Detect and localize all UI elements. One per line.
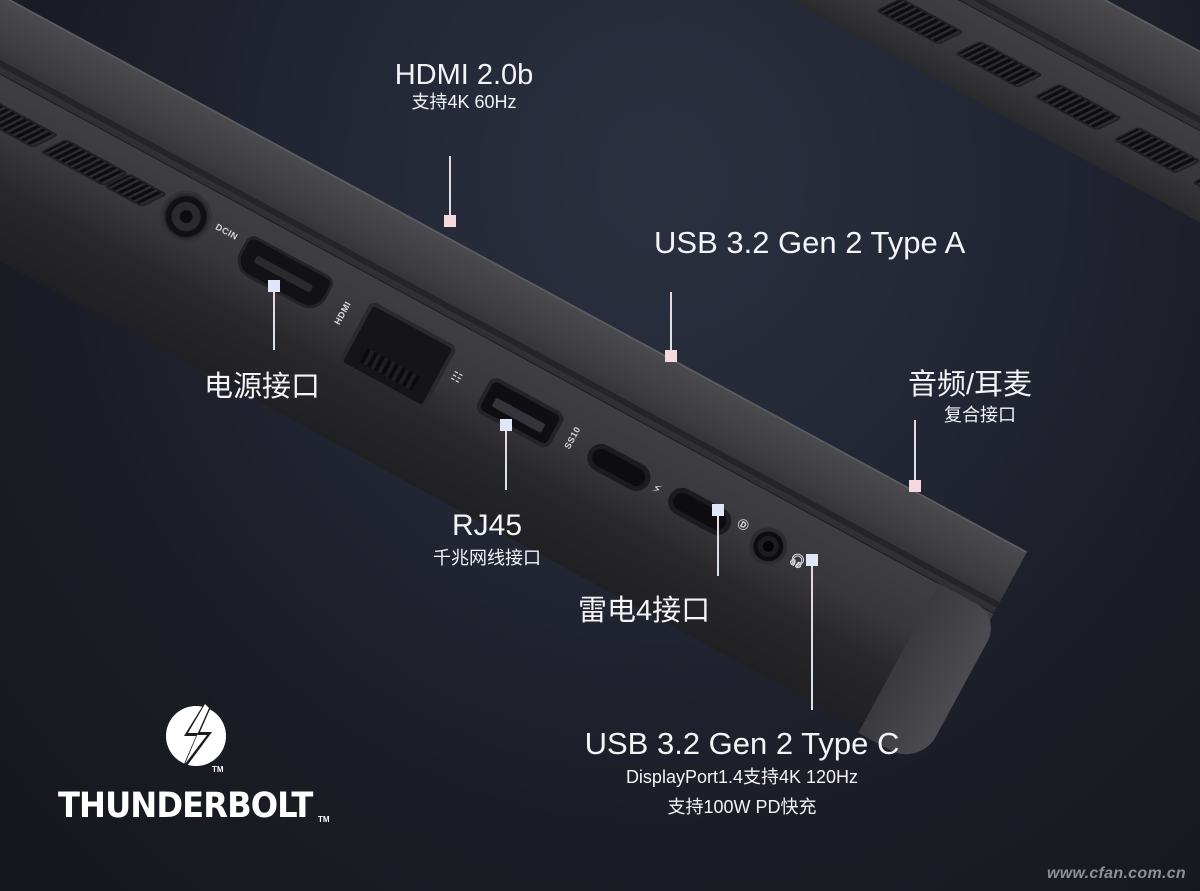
power-marker (268, 280, 280, 292)
power-title: 电源接口 (204, 371, 321, 403)
laptop-secondary (596, 0, 1200, 353)
rj45-title: RJ45 (451, 509, 523, 542)
usb-c-callout-line (811, 562, 813, 710)
usb-a-title: USB 3.2 Gen 2 Type A (654, 225, 966, 260)
hdmi-title: HDMI 2.0b (394, 59, 534, 91)
usb-c-title: USB 3.2 Gen 2 Type C (584, 726, 900, 761)
usb-a-callout: USB 3.2 Gen 2 Type A (654, 226, 965, 260)
usb-c-subtitle-1: DisplayPort1.4支持4K 120Hz (625, 767, 859, 787)
usb-c-subtitle-2: 支持100W PD快充 (667, 797, 817, 817)
hdmi-callout-line (449, 156, 451, 218)
wordmark-tm: TM (318, 815, 330, 824)
thunderbolt4-callout-line (717, 512, 719, 576)
audio-title: 音频/耳麦 (907, 369, 1033, 401)
thunderbolt4-title: 雷电4接口 (578, 595, 711, 627)
rj45-callout: RJ45 千兆网线接口 (412, 508, 562, 572)
thunderbolt-wordmark: THUNDERBOLT (58, 786, 313, 826)
audio-callout: 音频/耳麦 复合接口 (902, 368, 1038, 428)
usb-c-marker (806, 554, 818, 566)
usb-a-marker (665, 350, 677, 362)
rj45-marker (500, 419, 512, 431)
audio-callout-line (914, 420, 916, 482)
thunderbolt-bolt-icon (166, 694, 226, 778)
power-callout-line (273, 286, 275, 350)
usb-c-callout: USB 3.2 Gen 2 Type C DisplayPort1.4支持4K … (564, 726, 920, 822)
hdmi-subtitle: 支持4K 60Hz (411, 92, 517, 112)
hdmi-marker (444, 215, 456, 227)
usb-a-callout-line (670, 292, 672, 354)
rj45-callout-line (505, 426, 507, 490)
emblem-tm: TM (212, 765, 224, 774)
thunderbolt4-callout: 雷电4接口 (578, 594, 710, 628)
hdmi-callout: HDMI 2.0b 支持4K 60Hz (388, 58, 540, 112)
rj45-subtitle: 千兆网线接口 (433, 548, 541, 568)
site-watermark: www.cfan.com.cn (1046, 865, 1186, 882)
power-callout: 电源接口 (204, 370, 320, 404)
thunderbolt4-marker (712, 504, 724, 516)
audio-marker (909, 480, 921, 492)
audio-subtitle: 复合接口 (944, 405, 1016, 425)
